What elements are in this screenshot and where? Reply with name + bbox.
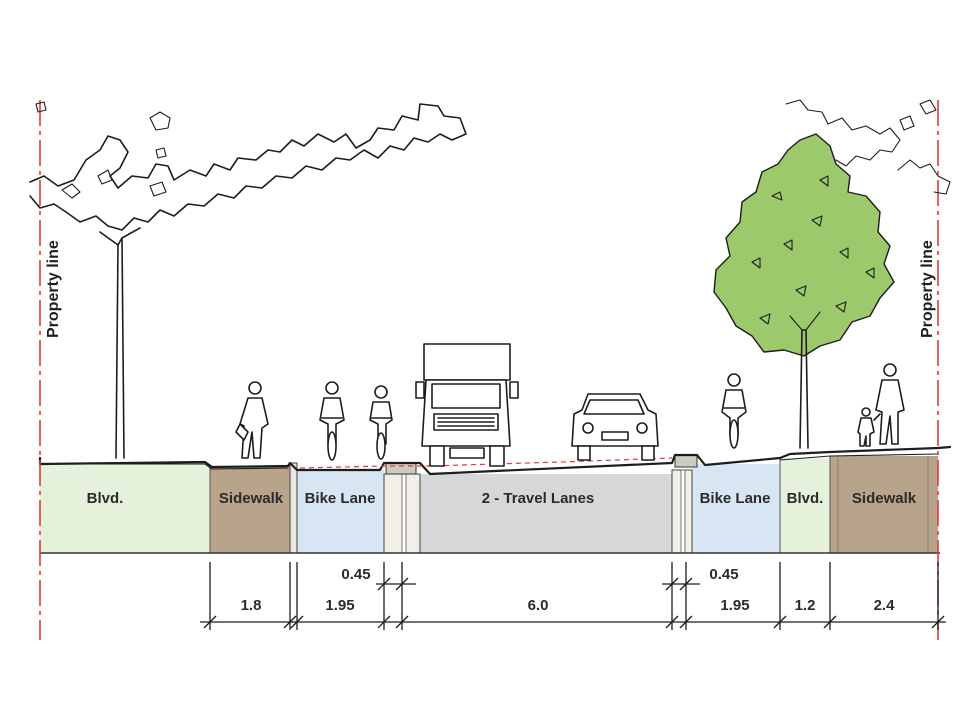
dimension-labels: 1.8 1.95 6.0 1.95 1.2 2.4 0.45 0.45 [241, 566, 896, 614]
truck [415, 343, 519, 467]
dim-right-bike-lane: 1.95 [720, 597, 749, 614]
zone-label-left-sidewalk: Sidewalk [219, 490, 284, 507]
ground-surface-line [38, 445, 952, 476]
dim-left-buffer: 0.45 [341, 566, 370, 583]
zone-label-left-bike-lane: Bike Lane [305, 490, 376, 507]
ground-under-line [39, 463, 289, 470]
dim-left-bike-lane: 1.95 [325, 597, 354, 614]
property-line-left-label: Property line [45, 240, 62, 338]
zone-labels: Blvd. Sidewalk Bike Lane 2 - Travel Lane… [87, 490, 917, 507]
dim-right-boulevard: 1.2 [795, 597, 816, 614]
zone-right-boulevard [780, 458, 830, 553]
zone-travel-lanes [420, 474, 672, 553]
zone-label-right-boulevard: Blvd. [787, 490, 824, 507]
tree-right [713, 99, 951, 449]
curb-details [209, 454, 929, 554]
zone-label-travel-lanes: 2 - Travel Lanes [482, 490, 595, 507]
tree-left-outline [29, 101, 467, 459]
pedestrians-right [857, 363, 905, 447]
tree-right-foliage [713, 133, 895, 357]
zone-left-sidewalk [210, 466, 292, 553]
cyclist-right [721, 373, 747, 449]
cyclist-left-1 [319, 381, 345, 461]
dimension-lines [200, 562, 946, 630]
zone-left-bike-lane [297, 470, 384, 553]
dim-right-sidewalk: 2.4 [874, 597, 896, 614]
zone-label-left-boulevard: Blvd. [87, 490, 124, 507]
zone-label-right-sidewalk: Sidewalk [852, 490, 917, 507]
zone-right-bike-lane [692, 464, 780, 553]
dim-travel-lanes: 6.0 [528, 597, 549, 614]
zone-right-sidewalk [830, 456, 938, 553]
dim-left-sidewalk: 1.8 [241, 597, 262, 614]
cyclist-left-2 [369, 385, 393, 460]
zone-label-right-bike-lane: Bike Lane [700, 490, 771, 507]
zone-fills [40, 456, 938, 553]
property-line-right-label: Property line [919, 240, 936, 338]
dim-right-buffer: 0.45 [709, 566, 738, 583]
zone-left-boulevard [40, 464, 210, 553]
ground-right-under-line [779, 453, 939, 461]
car [571, 393, 659, 461]
pedestrian-left [235, 381, 269, 459]
